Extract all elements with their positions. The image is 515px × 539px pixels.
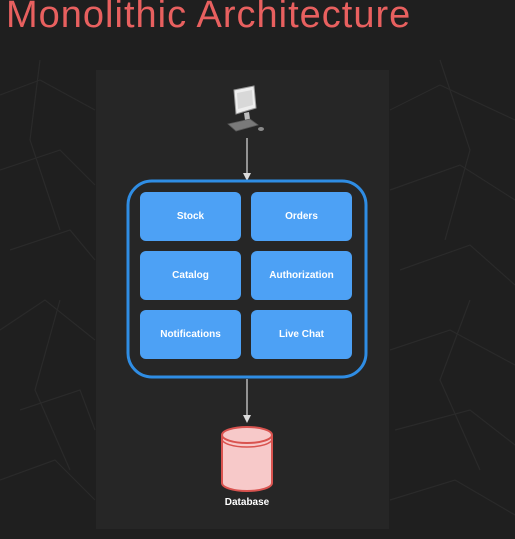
module-orders: Orders xyxy=(251,192,352,241)
page-title: Monolithic Architecture xyxy=(6,0,412,36)
database-icon xyxy=(221,426,273,492)
module-notifications: Notifications xyxy=(140,310,241,359)
monolith-container xyxy=(126,179,368,379)
architecture-diagram xyxy=(126,85,368,492)
arrow-client-to-app xyxy=(243,138,251,181)
database-label: Database xyxy=(224,497,270,508)
module-authorization: Authorization xyxy=(251,251,352,300)
arrow-app-to-database xyxy=(243,379,251,423)
module-live-chat: Live Chat xyxy=(251,310,352,359)
module-stock: Stock xyxy=(140,192,241,241)
computer-client-icon xyxy=(227,85,264,132)
module-catalog: Catalog xyxy=(140,251,241,300)
